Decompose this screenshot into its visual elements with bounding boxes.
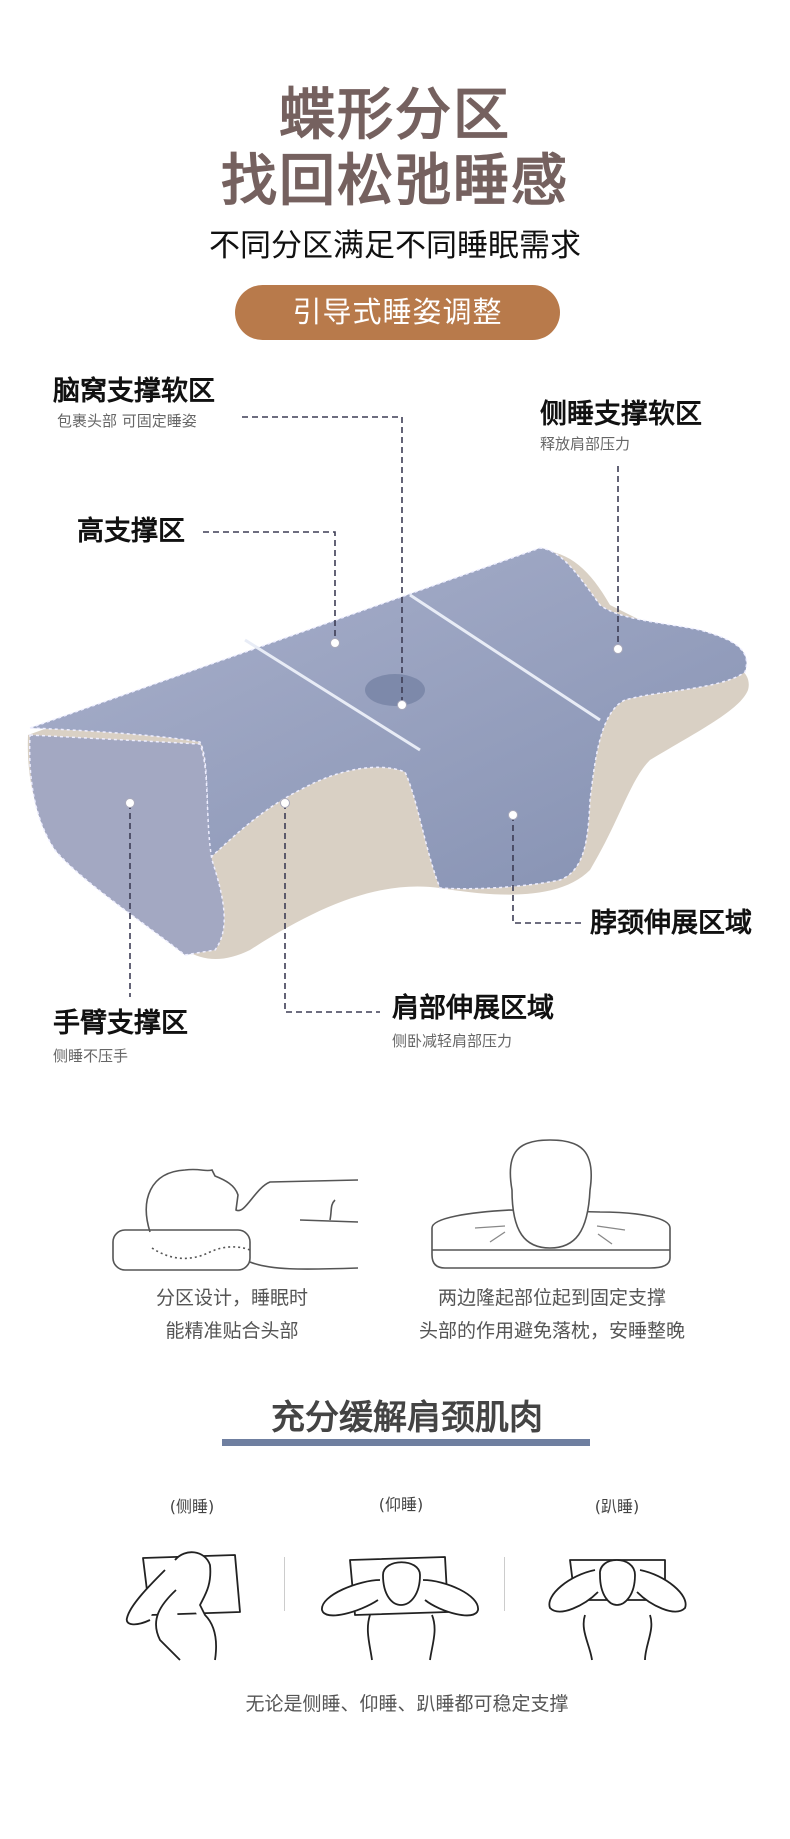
guide-badge: 引导式睡姿调整 (235, 285, 560, 340)
marker-dot (613, 644, 623, 654)
feature-caption-1: 分区设计，睡眠时 能精准贴合头部 (112, 1282, 352, 1348)
zone-label-arm: 手臂支撑区 (53, 1008, 188, 1039)
position-label-back: (仰睡) (378, 1495, 424, 1514)
marker-dot (397, 700, 407, 710)
feature-caption-1-line1: 分区设计，睡眠时 (155, 1287, 308, 1309)
pillow-arm-face (28, 734, 225, 956)
zone-label-high-support: 高支撑区 (77, 516, 185, 547)
feature-caption-2-line1: 两边隆起部位起到固定支撑 (437, 1287, 666, 1309)
feature-caption-1-line2: 能精准贴合头部 (165, 1320, 299, 1342)
divider (504, 1557, 505, 1611)
marker-dot (508, 810, 518, 820)
heading-underline (222, 1439, 590, 1446)
stomach-sleep-figure-icon (548, 1559, 687, 1661)
zone-desc-arm: 侧睡不压手 (53, 1047, 129, 1065)
marker-dot (280, 798, 290, 808)
title-line-1: 蝶形分区 (279, 83, 511, 148)
feature-caption-2-line2: 头部的作用避免落枕，安睡整晚 (418, 1320, 685, 1342)
zone-label-head-hollow: 脑窝支撑软区 (53, 376, 215, 407)
marker-dot (330, 638, 340, 648)
pillow-top (29, 547, 748, 890)
position-label-stomach: (趴睡) (594, 1497, 640, 1516)
zone-desc-shoulder: 侧卧减轻肩部压力 (392, 1032, 513, 1050)
feature-caption-2: 两边隆起部位起到固定支撑 头部的作用避免落枕，安睡整晚 (392, 1282, 712, 1348)
zone-desc-head-hollow: 包裹头部 可固定睡姿 (57, 412, 197, 430)
subtitle: 不同分区满足不同睡眠需求 (209, 228, 581, 264)
title-line-2: 找回松弛睡感 (221, 149, 569, 214)
zone-desc-side-sleep: 释放肩部压力 (540, 435, 631, 453)
zone-label-neck: 脖颈伸展区域 (590, 908, 752, 939)
back-sleep-figure-icon (321, 1556, 479, 1661)
head-hollow (365, 674, 425, 706)
side-view-sleeper-icon (112, 1168, 359, 1271)
relief-heading: 充分缓解肩颈肌肉 (271, 1398, 543, 1438)
side-sleep-figure-icon (125, 1551, 241, 1661)
position-label-side: (侧睡) (169, 1497, 215, 1516)
pillow-illustration (27, 416, 749, 1013)
zone-label-side-sleep: 侧睡支撑软区 (540, 399, 702, 430)
relief-caption: 无论是侧睡、仰睡、趴睡都可稳定支撑 (245, 1693, 569, 1715)
marker-dot (125, 798, 135, 808)
divider (284, 1557, 285, 1611)
front-view-head-pillow-icon (431, 1139, 671, 1269)
zone-label-shoulder: 肩部伸展区域 (392, 993, 554, 1024)
